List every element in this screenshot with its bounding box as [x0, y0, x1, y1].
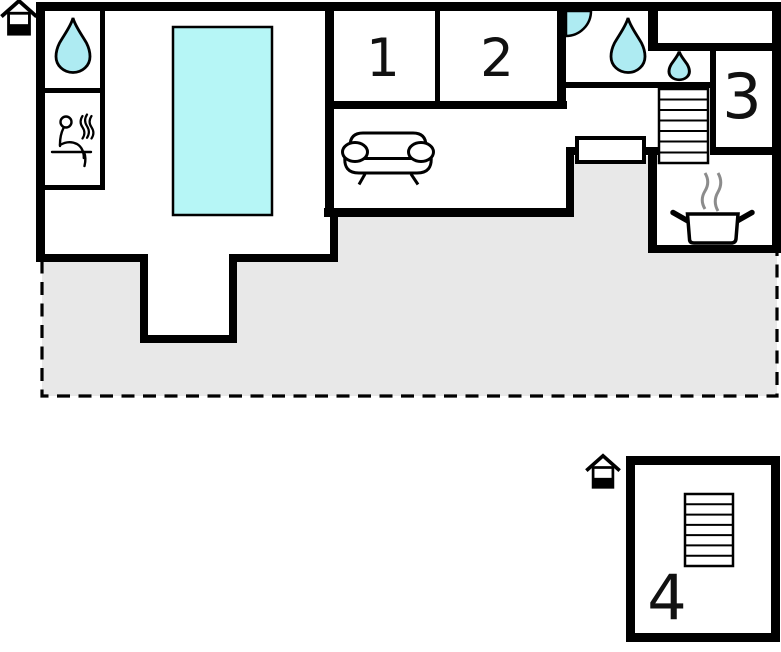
wall-segment	[652, 43, 781, 51]
sofa-icon	[341, 131, 435, 186]
wall-segment	[36, 2, 45, 262]
water-drop-small-icon	[667, 51, 691, 82]
wall-segment	[557, 82, 716, 88]
terrace-door	[575, 136, 646, 164]
wall-segment	[626, 456, 780, 465]
entrance-icon	[0, 0, 38, 36]
sauna-person-head	[59, 115, 73, 129]
stairs-outline	[683, 492, 735, 568]
water-drop-icon	[609, 17, 647, 74]
wall-segment	[710, 147, 781, 155]
wall-segment	[140, 254, 148, 343]
sauna-person-foot	[82, 150, 87, 168]
stair-treads	[659, 98, 708, 154]
pot-steam	[713, 172, 723, 212]
sofa-back	[348, 131, 428, 159]
swimming-pool	[171, 25, 274, 217]
stairs-icon	[683, 492, 735, 568]
pot-steam	[700, 172, 710, 210]
wall-segment	[229, 254, 338, 262]
water-drop-icon	[54, 17, 92, 74]
sofa-leg	[357, 173, 367, 186]
wall-segment	[324, 208, 574, 217]
room-label-3: 3	[722, 60, 761, 133]
entrance-door	[592, 477, 614, 488]
entrance-icon	[585, 453, 621, 489]
wall-segment	[333, 101, 567, 109]
sauna-icon	[50, 113, 95, 168]
wall-segment	[648, 2, 658, 51]
wall-segment	[42, 185, 105, 190]
pot-handle	[734, 209, 755, 224]
wall-segment	[648, 245, 781, 253]
wall-segment	[626, 456, 635, 642]
wall-segment	[771, 456, 780, 642]
house-nook-interior	[148, 258, 229, 337]
room-label-4: 4	[647, 561, 686, 634]
sauna-steam	[79, 113, 95, 140]
corner-shower-icon	[564, 9, 593, 38]
wall-segment	[566, 147, 574, 217]
wall-segment	[557, 2, 566, 107]
wall-segment	[36, 2, 781, 11]
terrace-area	[42, 156, 777, 396]
wall-segment	[710, 43, 716, 155]
terrace-dashed-border	[40, 251, 779, 398]
wall-segment	[648, 147, 657, 253]
stairs-outline	[657, 87, 710, 165]
wall-segment	[435, 8, 440, 105]
sofa-seat	[343, 155, 433, 175]
wall-segment	[36, 254, 148, 262]
pot-body	[685, 212, 740, 245]
room-label-2: 2	[480, 28, 514, 89]
wall-segment	[330, 208, 338, 262]
pot-handle	[670, 209, 691, 224]
wall-segment	[42, 88, 105, 93]
wall-segment	[772, 2, 781, 253]
wall-segment	[140, 335, 237, 343]
sofa-armrest	[341, 141, 369, 163]
cooking-pot-icon	[670, 172, 755, 245]
stair-treads	[685, 503, 733, 557]
walls	[36, 2, 781, 642]
stairs-icon	[657, 87, 710, 165]
sofa-leg	[409, 173, 420, 186]
room-label-1: 1	[366, 28, 400, 89]
entrance-door	[7, 24, 31, 35]
wall-segment	[325, 2, 334, 217]
wall-segment	[626, 633, 780, 642]
sofa-armrest	[407, 141, 435, 163]
wall-segment	[100, 8, 105, 190]
wall-segment	[229, 254, 237, 343]
